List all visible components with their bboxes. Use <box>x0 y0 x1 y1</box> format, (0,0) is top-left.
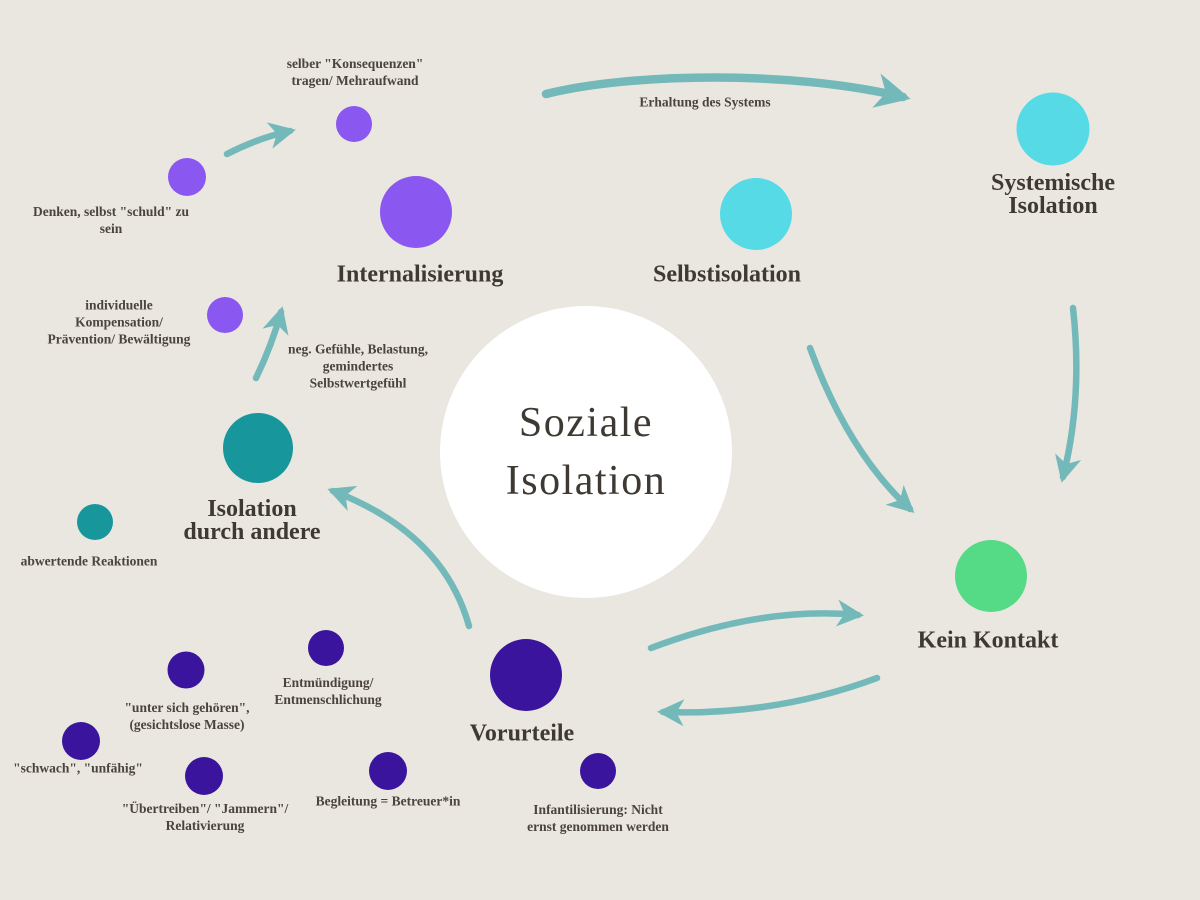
label-selber-konsequenzen: selber "Konsequenzen" tragen/ Mehraufwan… <box>286 56 424 88</box>
node-uebertreiben-jammern <box>185 757 223 795</box>
heading-internalisierung: Internalisierung <box>336 261 504 288</box>
arrow-erhaltung-des-systems <box>541 73 911 108</box>
label-uebertreiben-jammern: "Übertreiben"/ "Jammern"/ Relativierung <box>121 801 289 833</box>
heading-kein-kontakt: Kein Kontakt <box>917 627 1059 654</box>
node-systemische-isolation <box>1016 92 1090 166</box>
arrow-selbstisolation-to-kein-kontakt <box>806 344 915 514</box>
label-schwach-unfaehig: "schwach", "unfähig" <box>13 760 143 776</box>
arrow-kein-kontakt-to-vorurteile <box>657 674 881 727</box>
heading-isolation-durch-andere: Isolation durch andere <box>183 496 321 545</box>
node-unter-sich-gehoeren <box>167 651 205 689</box>
node-selber-konsequenzen <box>336 106 372 142</box>
arrow-schuld-to-konsequenzen <box>223 122 296 158</box>
node-kein-kontakt <box>955 540 1027 612</box>
label-denken-schuld: Denken, selbst "schuld" zu sein <box>32 204 190 236</box>
node-denken-schuld <box>168 158 206 196</box>
node-schwach-unfaehig <box>62 722 100 760</box>
arrow-vorurteile-to-isolation-durch-andere <box>327 485 473 630</box>
label-begleitung-betreuer: Begleitung = Betreuer*in <box>315 793 461 809</box>
heading-systemische-isolation: Systemische Isolation <box>991 170 1115 219</box>
label-individuelle-kompensation: individuelle Kompensation/ Prävention/ B… <box>47 297 191 347</box>
node-entmuendigung <box>308 630 344 666</box>
arrow-systemische-to-kein-kontakt <box>1055 304 1082 483</box>
heading-vorurteile: Vorurteile <box>469 720 575 747</box>
label-abwertende-reaktionen: abwertende Reaktionen <box>20 553 158 569</box>
center-circle-soziale-isolation: Soziale Isolation <box>440 306 732 598</box>
node-infantilisierung <box>580 753 616 789</box>
node-selbstisolation <box>720 178 792 250</box>
label-entmuendigung: Entmündigung/ Entmenschlichung <box>274 675 382 707</box>
label-neg-gefuehle: neg. Gefühle, Belastung, gemindertes Sel… <box>288 341 428 391</box>
label-unter-sich-gehoeren: "unter sich gehören", (gesichtslose Mass… <box>124 700 250 732</box>
node-internalisierung <box>380 176 452 248</box>
node-individuelle-kompensation <box>207 297 243 333</box>
node-vorurteile <box>490 639 562 711</box>
node-abwertende-reaktionen <box>77 504 113 540</box>
label-infantilisierung: Infantilisierung: Nicht ernst genommen w… <box>527 802 669 834</box>
node-begleitung-betreuer <box>369 752 407 790</box>
heading-selbstisolation: Selbstisolation <box>652 261 802 288</box>
arrow-vorurteile-to-kein-kontakt <box>647 599 864 652</box>
center-title: Soziale Isolation <box>505 400 667 504</box>
label-erhaltung-des-systems: Erhaltung des Systems <box>639 94 771 110</box>
arrow-neg-gefuehle-up <box>252 306 289 382</box>
node-isolation-durch-andere <box>223 413 293 483</box>
